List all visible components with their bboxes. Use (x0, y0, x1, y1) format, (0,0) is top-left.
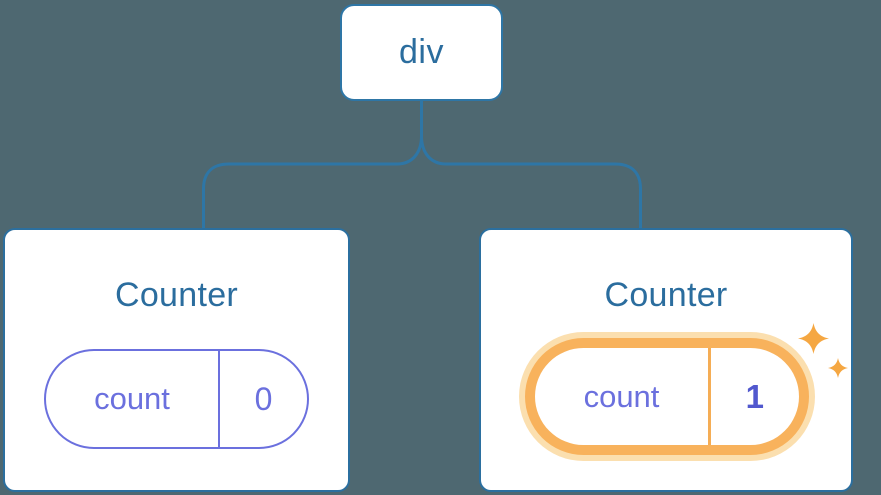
connector-left-branch (202, 100, 423, 229)
pill-divider (218, 351, 220, 447)
pill-divider (708, 348, 711, 445)
state-value-label: 1 (745, 377, 764, 415)
state-key-label: count (94, 381, 170, 416)
state-pill-count-1: count 1 (535, 348, 799, 445)
state-key-cell: count (46, 351, 218, 447)
state-value-label: 0 (254, 380, 273, 417)
state-pill-highlight-glow: count 1 (519, 332, 815, 461)
state-key-label: count (583, 378, 660, 414)
counter-card-right-title: Counter (604, 276, 728, 314)
counter-card-left: Counter count 0 (3, 228, 350, 492)
state-pill-highlight-ring: count 1 (525, 338, 809, 455)
root-node-div: div (340, 4, 503, 101)
connector-right-branch (420, 135, 642, 229)
state-pill-count-0: count 0 (44, 349, 309, 449)
counter-card-left-title: Counter (114, 276, 239, 314)
counter-card-right: Counter count 1 (479, 228, 853, 492)
state-value-cell: 0 (220, 351, 307, 447)
root-node-label: div (399, 33, 444, 71)
state-key-cell: count (535, 348, 708, 445)
state-value-cell: 1 (711, 348, 800, 445)
